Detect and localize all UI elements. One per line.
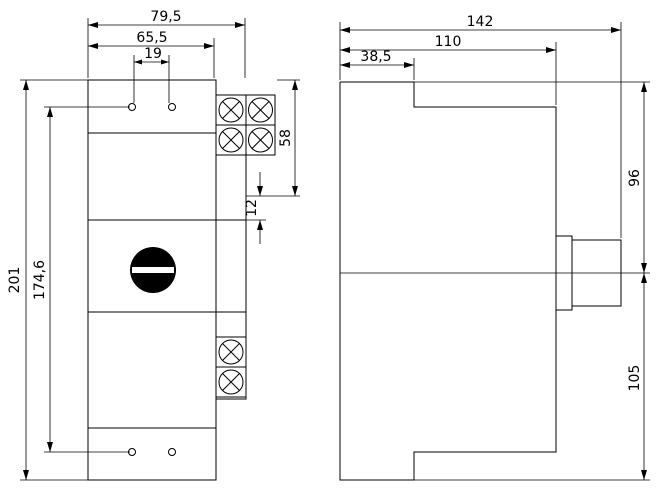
dim-upper-height xyxy=(340,81,650,273)
dim-hole-spacing xyxy=(133,55,170,103)
dim-label-body-depth: 110 xyxy=(435,34,462,50)
dim-label-overall-width: 79,5 xyxy=(150,9,181,25)
dim-label-step-depth: 38,5 xyxy=(360,49,391,65)
dim-label-terminal-height: 58 xyxy=(278,129,294,147)
dim-body-depth xyxy=(340,42,557,105)
mounting-hole-bottom-right xyxy=(168,448,176,456)
dim-label-overall-height: 201 xyxy=(7,267,23,294)
dim-label-terminal-gap: 12 xyxy=(244,199,260,217)
terminal-screw-icon xyxy=(218,127,244,153)
front-view: 79,5 65,5 19 201 xyxy=(7,9,300,481)
dim-terminal-height xyxy=(246,79,300,197)
dim-label-mount-height: 174,6 xyxy=(32,260,48,300)
terminal-screw-icon xyxy=(218,369,244,395)
dim-mount-height xyxy=(44,106,130,453)
knob-indicator-bar xyxy=(132,267,174,273)
dim-step-depth xyxy=(340,58,415,80)
terminal-screw-icon xyxy=(248,127,273,153)
side-view: 142 110 38,5 96 xyxy=(339,14,650,481)
dim-overall-height xyxy=(20,79,88,481)
dim-label-mount-width: 65,5 xyxy=(136,30,167,46)
side-body-outline xyxy=(339,81,557,481)
dim-label-upper-height: 96 xyxy=(627,169,643,187)
terminal-screw-icon xyxy=(218,97,244,123)
dim-label-lower-height: 105 xyxy=(627,365,643,392)
dim-overall-width xyxy=(87,18,246,78)
dim-label-overall-depth: 142 xyxy=(467,14,494,30)
terminal-block-bottom xyxy=(215,336,247,398)
dim-lower-height xyxy=(414,273,650,481)
dim-overall-depth xyxy=(339,22,622,238)
terminal-screw-icon xyxy=(218,339,244,365)
dim-label-hole-spacing: 19 xyxy=(144,46,162,62)
dim-terminal-gap xyxy=(246,172,266,244)
mounting-hole-top-right xyxy=(168,103,176,111)
terminal-screw-icon xyxy=(248,97,273,123)
terminal-block-top xyxy=(215,94,276,156)
dim-mount-width xyxy=(88,38,215,78)
